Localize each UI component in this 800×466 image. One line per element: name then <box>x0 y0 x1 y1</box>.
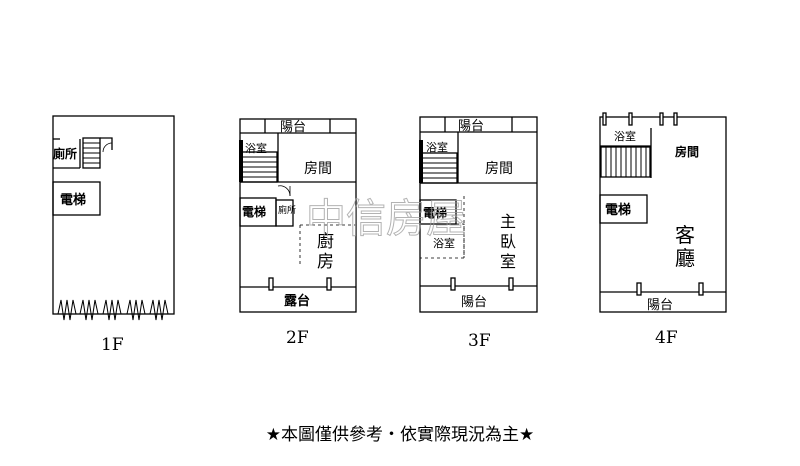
floor-label-2f: 2F <box>286 328 309 348</box>
room-label-3f-bath-2: 浴室 <box>433 236 455 250</box>
room-label-3f-bedroom: 房間 <box>485 161 513 177</box>
room-label-2f-terrace: 露台 <box>284 293 310 309</box>
room-label-1f-elevator: 電梯 <box>60 192 86 208</box>
floor-4f-plan <box>599 112 727 313</box>
floor-label-3f: 3F <box>468 331 491 351</box>
room-label-2f-toilet: 廁所 <box>278 204 296 216</box>
room-label-3f-bath-1: 浴室 <box>426 140 448 154</box>
room-label-1f-toilet: 廁所 <box>53 146 77 161</box>
room-label-2f-kitchen-2: 房 <box>317 252 334 272</box>
room-label-4f-bath: 浴室 <box>614 129 636 143</box>
floor-1f-plan <box>52 115 175 321</box>
floor-3f-plan <box>419 116 538 313</box>
room-label-2f-balcony: 陽台 <box>280 120 306 135</box>
room-label-3f-master-3: 室 <box>500 252 516 271</box>
room-label-2f-bedroom: 房間 <box>304 161 332 177</box>
room-label-4f-living-2: 廳 <box>675 246 695 270</box>
room-label-4f-balcony: 陽台 <box>647 298 673 313</box>
disclaimer-note: ★本圖僅供參考・依實際現況為主★ <box>265 425 535 445</box>
room-label-4f-living-1: 客 <box>675 223 695 247</box>
floor-label-1f: 1F <box>101 335 124 355</box>
room-label-2f-elevator: 電梯 <box>242 204 266 219</box>
room-label-3f-master-1: 主 <box>500 212 516 231</box>
floor-label-4f: 4F <box>655 328 678 348</box>
floor-2f-plan <box>239 118 357 313</box>
room-label-4f-elevator: 電梯 <box>605 202 631 218</box>
watermark-logo: 中信房屋 <box>306 196 466 242</box>
room-label-4f-bedroom: 房間 <box>675 144 699 159</box>
room-label-3f-elevator: 電梯 <box>423 205 447 220</box>
room-label-3f-master-2: 臥 <box>500 232 516 251</box>
room-label-3f-balcony-bottom: 陽台 <box>461 295 487 310</box>
room-label-2f-bath: 浴室 <box>245 141 267 155</box>
room-label-2f-kitchen-1: 廚 <box>317 231 334 252</box>
room-label-3f-balcony-top: 陽台 <box>458 119 484 134</box>
